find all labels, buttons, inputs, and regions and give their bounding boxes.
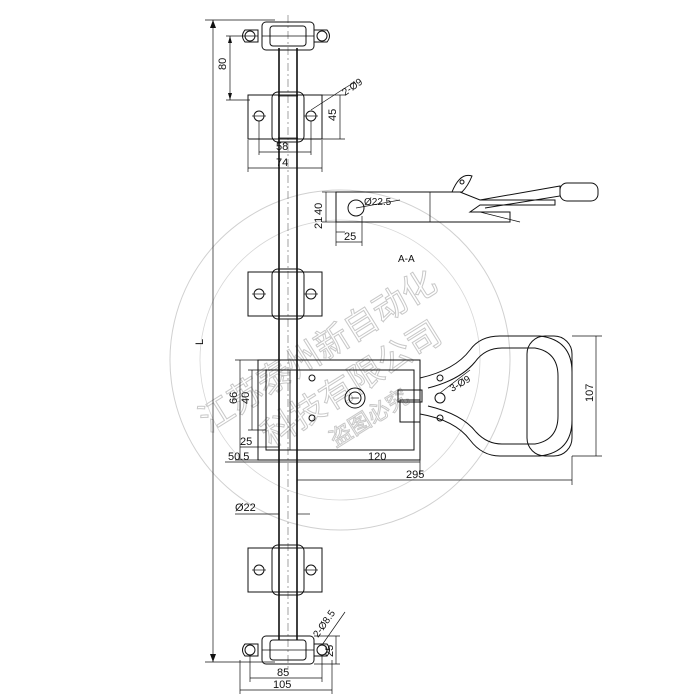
dim-bottom-holes: 2-Ø8.5 <box>311 608 338 640</box>
lower-plate <box>247 544 323 596</box>
dim-overall-width: 295 <box>406 469 424 481</box>
top-height-dimension: 80 <box>217 35 258 101</box>
dim-body-inner-height: 40 <box>240 392 252 404</box>
middle-guide <box>247 268 323 320</box>
dim-bottom-width: 105 <box>273 679 291 691</box>
dim-plate-width: 74 <box>276 157 288 169</box>
section-aa-view <box>335 174 599 223</box>
rod-diameter-dimension: Ø22 <box>235 502 310 515</box>
dim-section-offset: 21 <box>313 217 325 229</box>
upper-plate-dimensions: 2-Ø9 45 58 74 <box>247 76 365 172</box>
bottom-dimensions: 2-Ø8.5 25 85 105 <box>239 608 346 694</box>
dim-body-width: 120 <box>368 451 386 463</box>
lock-body <box>257 359 423 461</box>
dim-handle-holes: 3-Ø9 <box>448 374 473 395</box>
handle <box>419 335 573 457</box>
dim-section-pin: Ø22.5 <box>364 197 392 208</box>
dim-top-bracket-height: 80 <box>217 58 229 70</box>
dim-overall-length: L <box>194 339 206 345</box>
dim-rod-diameter: Ø22 <box>235 502 256 514</box>
dim-plate-hole-spacing: 58 <box>276 141 288 153</box>
dim-section-width: 25 <box>344 231 356 243</box>
section-label: A-A <box>398 254 415 265</box>
dim-body-offset-a: 25 <box>240 436 252 448</box>
bottom-bracket <box>242 635 330 665</box>
dim-bottom-bracket-height: 25 <box>324 645 336 657</box>
dim-bottom-hole-spacing: 85 <box>277 667 289 679</box>
upper-plate <box>247 91 323 143</box>
dim-handle-height: 107 <box>584 384 596 402</box>
section-dimensions: 40 21 25 Ø22.5 A-A <box>313 191 415 265</box>
dim-plate-height: 45 <box>327 109 339 121</box>
dim-section-height: 40 <box>313 203 325 215</box>
dim-body-offset-b: 50.5 <box>228 451 249 463</box>
main-rod <box>278 15 298 668</box>
lock-dimensions: 107 3-Ø9 66 40 25 50.5 120 295 <box>225 335 602 485</box>
dim-body-height: 66 <box>228 392 240 404</box>
